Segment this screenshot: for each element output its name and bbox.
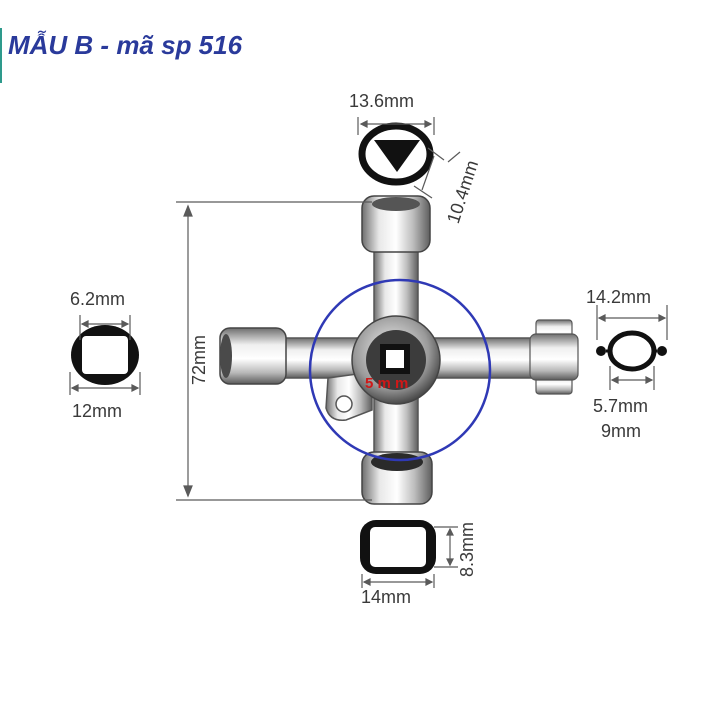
- bottom-dimension-lines: [361, 526, 458, 588]
- cross-key-icon: [219, 195, 579, 505]
- right-inner-label: 5.7mm: [593, 396, 649, 416]
- accent-rule: [0, 28, 2, 83]
- center-square-label: 5 m m: [365, 375, 409, 392]
- overall-length-label: 72mm: [189, 334, 209, 385]
- top-dimension-lines: [357, 117, 461, 199]
- pin-socket-icon: [360, 520, 436, 574]
- bottom-height-label: 8.3mm: [457, 521, 477, 577]
- right-outer-label: 14.2mm: [586, 287, 652, 307]
- bottom-width-label: 14mm: [361, 587, 412, 607]
- square-socket-icon: [71, 325, 139, 385]
- left-dimension-lines: [69, 315, 141, 395]
- right-dimension-lines: [596, 305, 668, 390]
- triangle-socket-icon: [358, 122, 434, 186]
- left-inner-label: 6.2mm: [70, 289, 126, 309]
- round-socket-icon: [596, 330, 667, 372]
- highlight-circle: [308, 278, 492, 462]
- top-width-label: 13.6mm: [349, 91, 415, 111]
- left-outer-label: 12mm: [72, 401, 123, 421]
- product-title: MẪU B - mã sp 516: [8, 30, 243, 60]
- right-bar-label: 9mm: [601, 421, 641, 441]
- overall-dimension-lines: [176, 201, 372, 501]
